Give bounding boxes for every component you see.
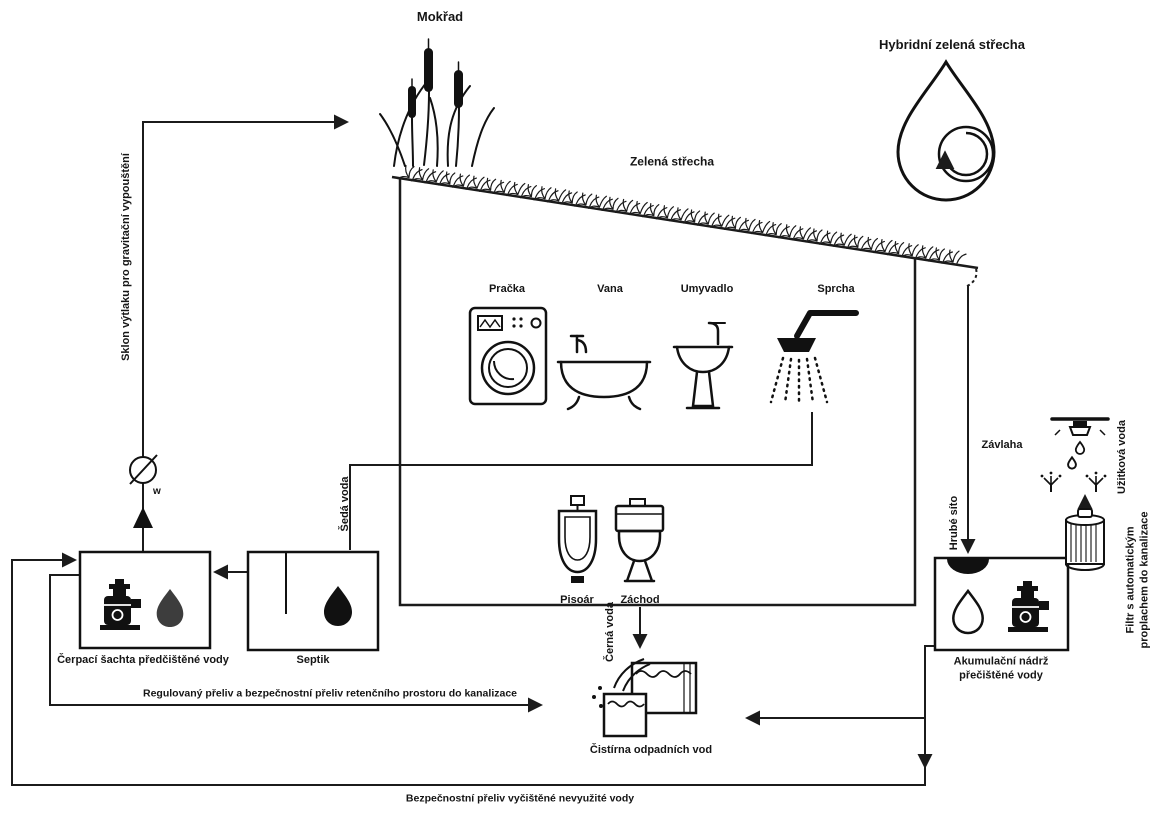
filter-icon [1065,508,1105,571]
green-roof-plants-icon [397,165,967,264]
pipe-grey-water [349,412,813,550]
label-bathtub: Vana [597,283,623,296]
label-grey-water: Šedá voda [339,476,352,532]
label-utility-water: Užitková voda [1116,420,1129,494]
label-black-water: Černá voda [604,602,617,662]
label-safety-overflow: Bezpečnostní přeliv vyčištěné nevyužité … [405,792,635,805]
label-wwtp: Čistírna odpadních vod [589,744,713,757]
label-pump-shaft: Čerpací šachta předčištěné vody [57,654,229,667]
irrigation-sprinkler-icon [1050,417,1110,455]
label-storage-tank: Akumulační nádrž přečištěné vody [953,655,1049,681]
label-wetland: Mokřad [416,8,464,24]
septic-tank-box [246,550,380,652]
house-outline [391,175,979,607]
spray-left-icon [1040,471,1062,492]
label-toilet: Záchod [620,594,660,607]
label-green-roof: Zelená střecha [629,154,715,169]
pump-shaft-box [78,550,212,650]
label-regulated-overflow: Regulovaný přeliv a bezpečnostní přeliv … [142,687,518,700]
recycle-circle-icon [937,125,995,183]
label-discharge-slope: Sklon výtlaku pro gravitační vypouštění [120,153,133,361]
valve-symbol: w [129,454,161,528]
label-septic-tank: Septik [296,654,330,667]
wwtp-icon [592,658,698,738]
roof-gutter [966,268,978,287]
pipe-safety-overflow [11,552,926,786]
shower-icon [769,310,859,406]
irrigation-spray-icons [1040,456,1107,492]
label-urinal: Pisoár [560,594,594,607]
wetland-cattails-icon [379,38,495,167]
pipes [11,114,1093,786]
label-irrigation: Závlaha [981,439,1023,452]
washbasin-icon [672,321,734,410]
pipe-regulated-overflow [49,574,543,713]
sprinkler-drop-icon [1074,441,1086,455]
label-shower: Sprcha [817,283,855,296]
label-coarse-screen: Hrubé síto [948,495,961,551]
label-filter: Filtr s automatickým proplachem do kanal… [1124,511,1150,649]
washing-machine-icon [468,306,548,406]
pipe-discharge-to-wetland [142,114,349,552]
storage-tank-box [933,556,1070,652]
pipe-tank-overflow [917,645,935,769]
label-washing-machine: Pračka [488,283,526,296]
urinal-icon [557,495,598,583]
recycle-arrow-icon [935,131,989,177]
check-valve-icon [133,507,153,528]
label-hybrid-green-roof: Hybridní zelená střecha [879,36,1025,52]
valve-subscript: w [152,486,161,497]
hybrid-roof-drop-icon [896,59,996,202]
bathtub-icon [556,334,652,411]
label-washbasin: Umyvadlo [680,283,734,296]
utility-water-drop-icon [1067,456,1077,470]
spray-right-icon [1085,471,1107,492]
toilet-icon [614,498,665,583]
coarse-screen-icon [947,559,989,574]
